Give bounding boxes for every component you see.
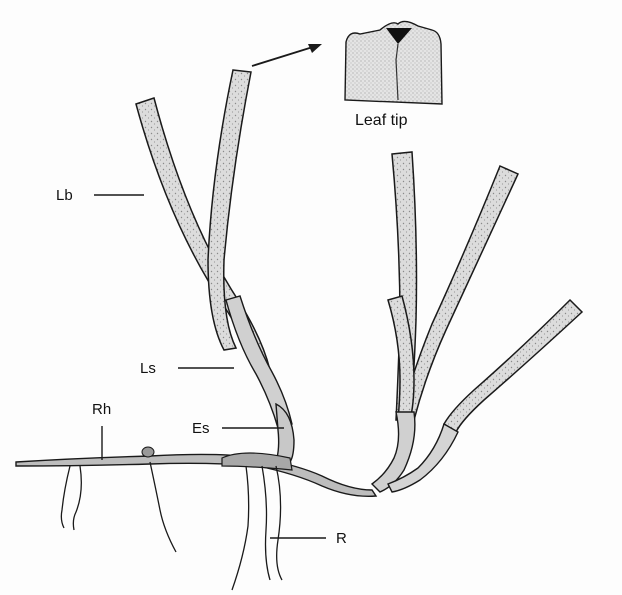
leaf-tip-label: Leaf tip — [355, 113, 407, 129]
label-es: Es — [192, 421, 210, 436]
label-rh: Rh — [92, 402, 111, 417]
roots — [61, 462, 282, 590]
extra-sheath-left — [276, 404, 294, 462]
leaf-tip-inset — [345, 21, 442, 104]
rhizome-node — [142, 447, 154, 457]
rhizome — [16, 454, 376, 496]
label-lb: Lb — [56, 188, 73, 203]
label-ls: Ls — [140, 361, 156, 376]
leaf-blade-right-4 — [444, 300, 582, 432]
leaf-tip-arrow — [252, 44, 322, 66]
label-r: R — [336, 531, 347, 546]
